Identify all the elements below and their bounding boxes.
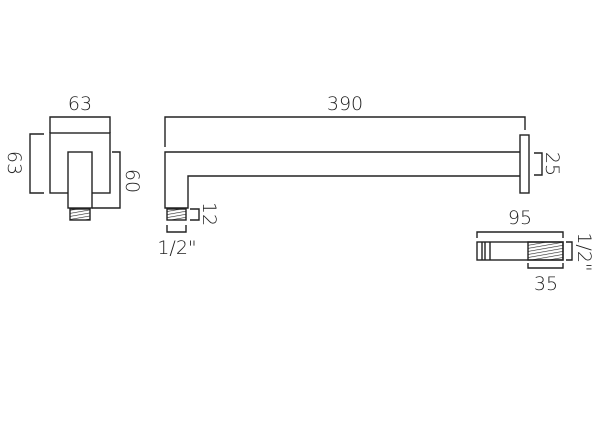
cartridge-thread-size-label: 1/2" xyxy=(573,232,595,271)
cartridge-view: 95 35 1/2" xyxy=(476,207,595,295)
wall-outlet-view: 63 63 60 xyxy=(3,93,143,221)
elbow-height-bracket xyxy=(92,151,121,209)
outlet-body xyxy=(67,151,93,209)
elbow-height-label: 60 xyxy=(121,169,143,193)
arm-length-bracket xyxy=(164,116,526,147)
plate-width-bracket xyxy=(49,116,111,133)
cartridge-length-bracket xyxy=(476,231,564,238)
cartridge-thread-length-bracket xyxy=(527,263,564,269)
thread-length-bracket xyxy=(190,208,200,221)
cartridge-length-label: 95 xyxy=(508,207,532,229)
plate-height-bracket xyxy=(29,133,44,194)
arm-thread xyxy=(166,208,187,221)
thread-size-label: 1/2" xyxy=(157,237,196,259)
cartridge-thread-length-label: 35 xyxy=(534,273,558,295)
plate-width-label: 63 xyxy=(68,93,92,115)
cartridge-thread xyxy=(527,241,564,261)
arm-body xyxy=(164,151,520,209)
thread-size-bracket xyxy=(166,225,187,233)
arm-section-label: 25 xyxy=(541,152,563,176)
thread-length-label: 12 xyxy=(198,202,220,226)
outlet-thread xyxy=(69,208,91,221)
arm-section-bracket xyxy=(534,152,543,176)
arm-length-label: 390 xyxy=(327,93,363,115)
cartridge-thread-size-bracket xyxy=(566,241,573,261)
plate-height-label: 63 xyxy=(3,151,25,175)
wall-flange xyxy=(519,134,530,194)
arm-side-view: 390 25 12 1/2" xyxy=(157,93,563,259)
